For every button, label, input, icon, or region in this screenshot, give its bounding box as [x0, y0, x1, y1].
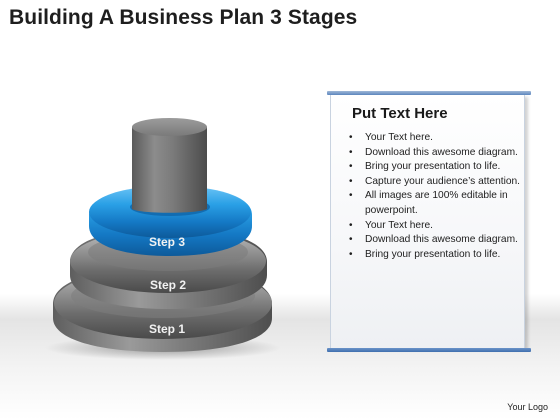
bullet-item: Download this awesome diagram.	[346, 233, 520, 248]
panel-heading: Put Text Here	[352, 105, 448, 122]
bullet-item: Capture your audience’s attention.	[346, 175, 520, 190]
text-panel: Put Text Here Your Text here. Download t…	[327, 91, 531, 352]
bullet-item: All images are 100% editable in powerpoi…	[346, 189, 520, 218]
panel-bottom-bar	[327, 348, 531, 352]
panel-top-bar	[327, 91, 531, 95]
panel-body: Put Text Here Your Text here. Download t…	[330, 95, 525, 348]
bullet-item: Your Text here.	[346, 131, 520, 146]
bullet-item: Bring your presentation to life.	[346, 160, 520, 175]
bullet-item: Download this awesome diagram.	[346, 146, 520, 161]
step-2-label: Step 2	[150, 278, 186, 292]
bullet-list: Your Text here. Download this awesome di…	[346, 131, 520, 262]
step-1-label: Step 1	[149, 322, 185, 336]
step-3-label: Step 3	[149, 235, 185, 249]
bullet-item: Bring your presentation to life.	[346, 248, 520, 263]
slide-title: Building A Business Plan 3 Stages	[9, 6, 358, 29]
stacked-rings-diagram: Step 1 Step 2 Step 3	[45, 118, 281, 360]
ring-step-3: Step 3	[89, 180, 252, 256]
logo-placeholder: Your Logo	[507, 402, 548, 412]
bullet-item: Your Text here.	[346, 219, 520, 234]
